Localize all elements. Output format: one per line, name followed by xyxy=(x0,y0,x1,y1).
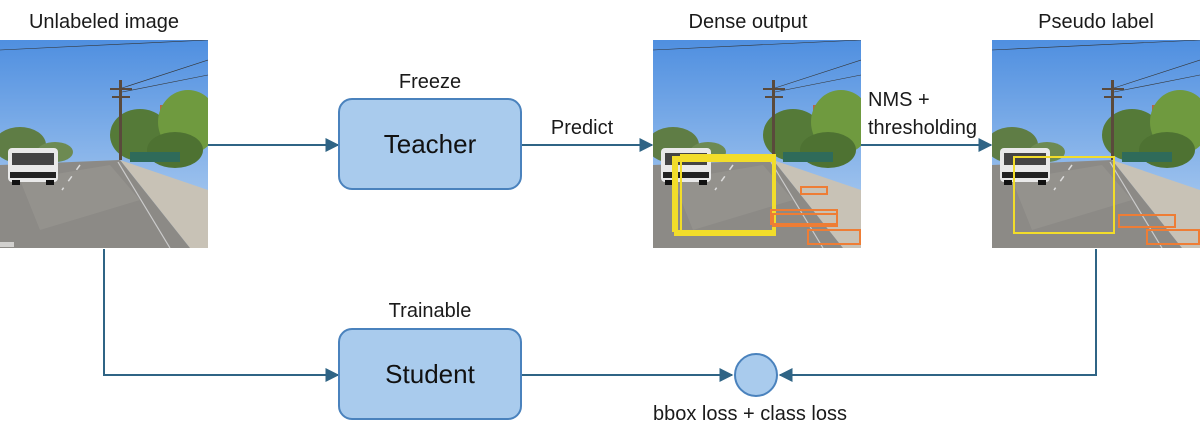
pseudo-orange-box-1 xyxy=(1118,214,1176,228)
student-label: Student xyxy=(385,358,475,389)
unlabeled-street-image xyxy=(0,40,208,248)
predict-label: Predict xyxy=(550,117,614,139)
nms-label-line1: NMS + xyxy=(868,89,930,111)
loss-label: bbox loss + class loss xyxy=(653,403,847,425)
arrow-pseudo-to-loss xyxy=(778,249,1097,382)
pseudo-orange-box-2 xyxy=(1146,229,1200,245)
pseudo-yellow-box xyxy=(1013,156,1115,234)
teacher-box: Teacher xyxy=(338,98,522,190)
dense-orange-boxes xyxy=(770,186,861,245)
dense-output-image xyxy=(653,40,861,248)
teacher-state-label: Freeze xyxy=(398,71,462,93)
pseudo-label-caption: Pseudo label xyxy=(1038,11,1154,33)
arrow-image-to-student xyxy=(103,249,340,382)
nms-label-line2: thresholding xyxy=(868,117,977,139)
teacher-label: Teacher xyxy=(383,128,477,159)
pseudo-label-image xyxy=(992,40,1200,248)
dense-output-caption: Dense output xyxy=(688,11,808,33)
student-box: Student xyxy=(338,328,522,420)
student-state-label: Trainable xyxy=(388,300,472,322)
unlabeled-image-caption: Unlabeled image xyxy=(28,11,180,33)
loss-node xyxy=(734,353,778,397)
dense-yellow-boxes xyxy=(672,154,776,236)
